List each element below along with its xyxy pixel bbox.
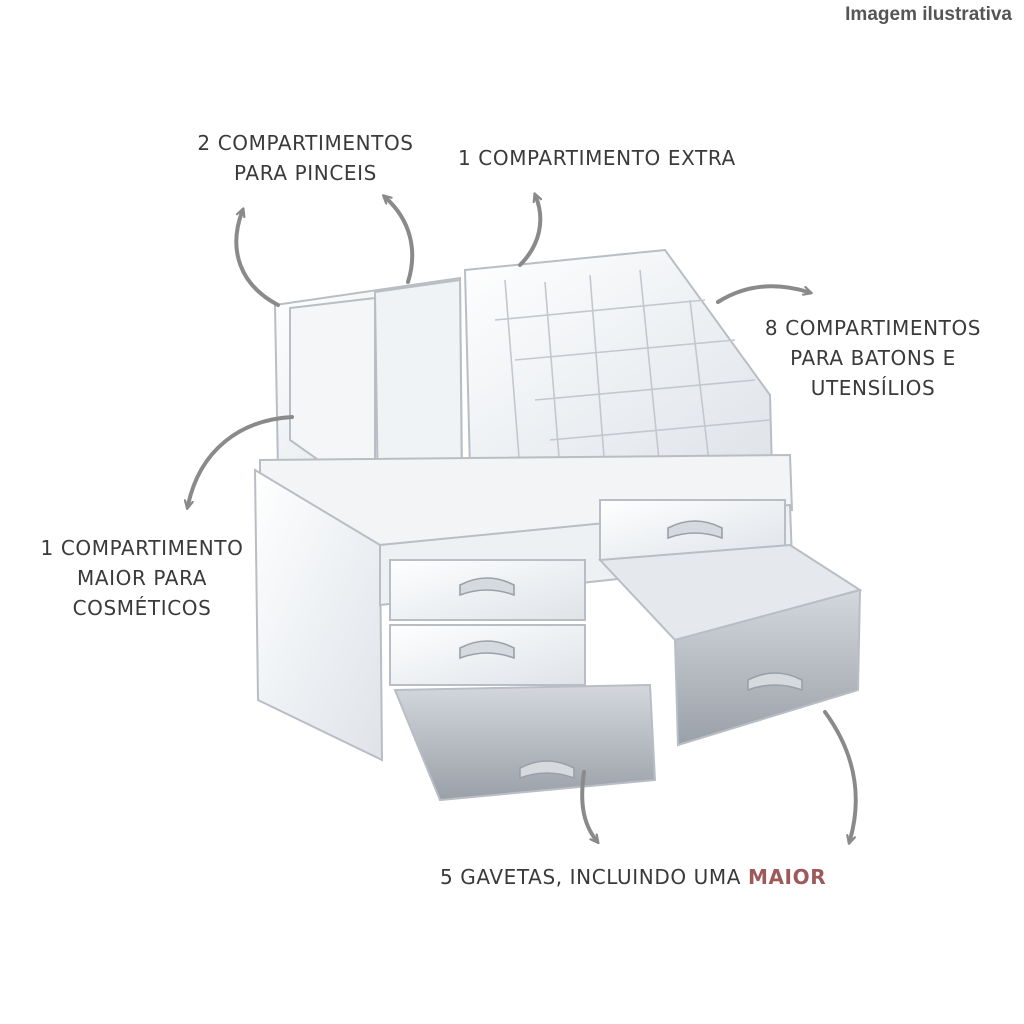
illustrative-image-note: Imagem ilustrativa	[845, 4, 1012, 25]
drawers-highlight: MAIOR	[747, 865, 827, 889]
label-cosmetics-compartment: 1 COMPARTIMENTO MAIOR PARA COSMÉTICOS	[40, 536, 244, 620]
label-lipstick-compartments: 8 COMPARTIMENTOS PARA BATONS E UTENSÍLIO…	[764, 316, 982, 400]
arrow-cosmetics	[188, 415, 294, 505]
arrow-brushes-left	[234, 212, 280, 307]
arrow-small-drawer	[580, 770, 596, 840]
callout-arrows	[188, 197, 858, 840]
arrow-brushes-right	[386, 198, 415, 284]
arrow-large-drawer	[823, 710, 858, 840]
label-brush-compartments: 2 COMPARTIMENTOS PARA PINCEIS	[197, 131, 414, 185]
arrow-lipsticks	[716, 284, 808, 304]
organizer-top-tier	[259, 248, 794, 547]
label-drawers: 5 GAVETAS, INCLUINDO UMA MAIOR	[440, 865, 827, 889]
label-extra-compartment: 1 COMPARTIMENTO EXTRA	[458, 146, 736, 170]
arrow-extra	[518, 197, 543, 267]
organizer-drawer-unit	[253, 468, 863, 802]
drawer-handles	[459, 520, 803, 780]
